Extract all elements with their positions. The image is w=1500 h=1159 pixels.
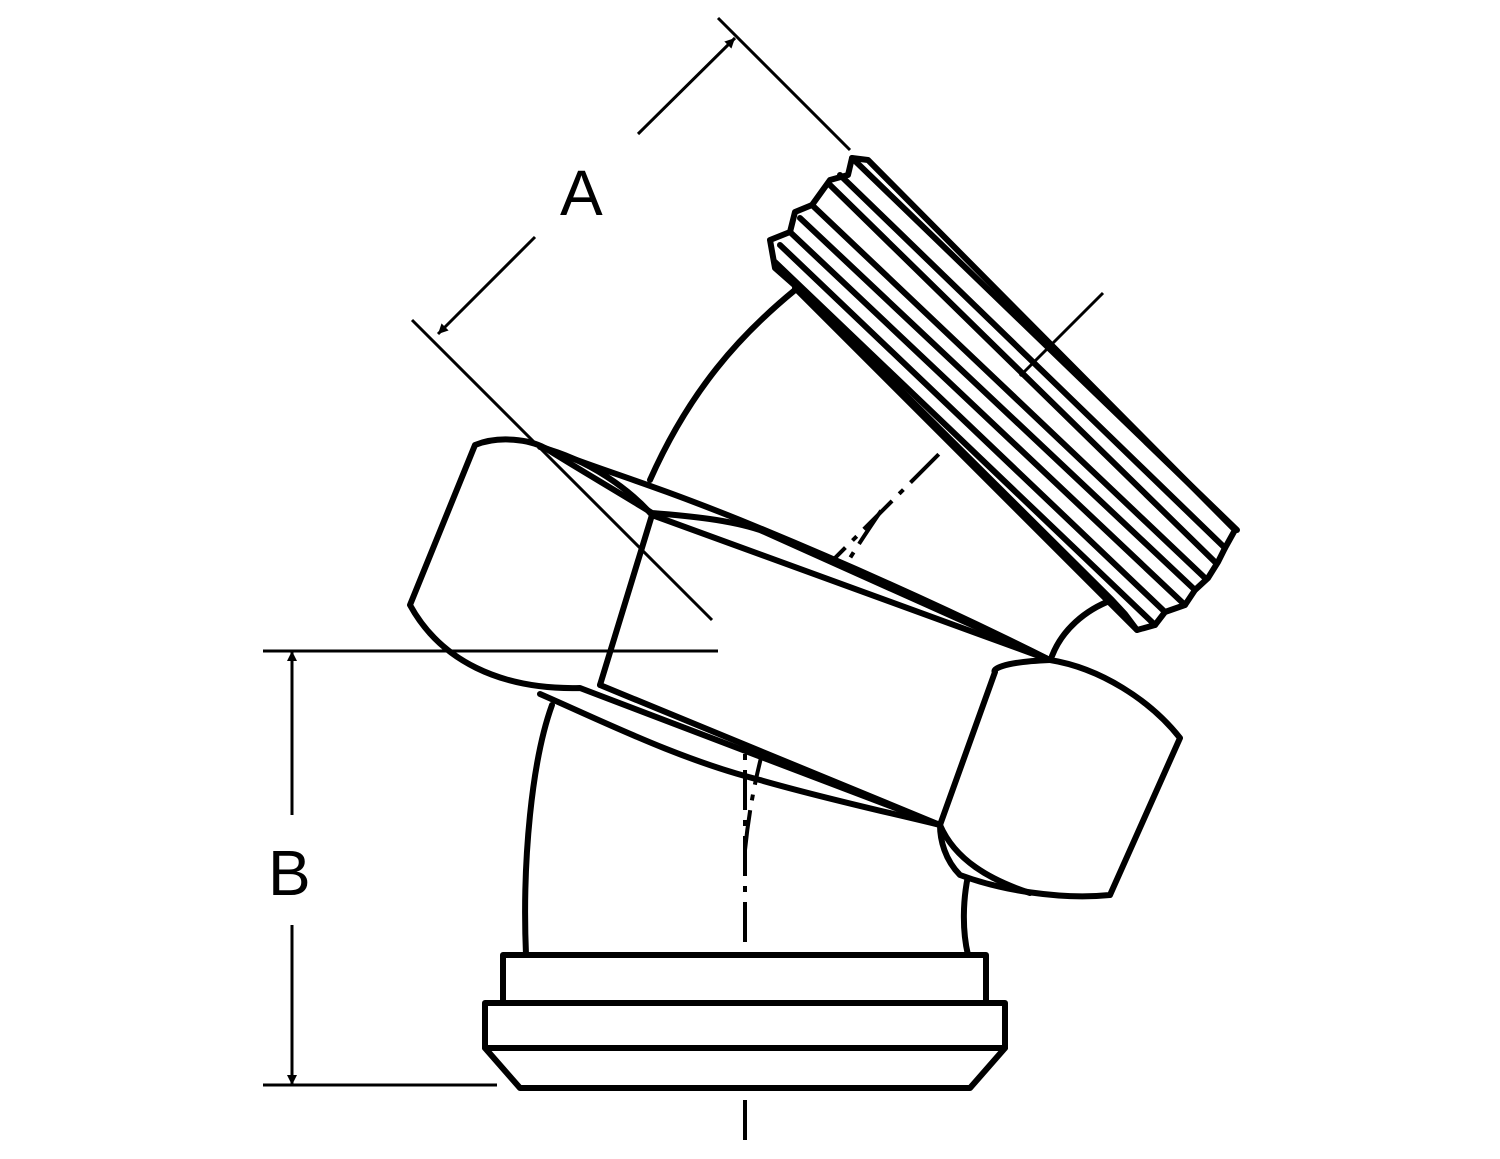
bottom-flange: [482, 952, 1008, 1091]
dimension-b: B: [263, 649, 718, 1087]
dimension-a-label: A: [560, 157, 603, 229]
dimension-a: A: [410, 16, 1105, 622]
elbow-body: [522, 287, 1115, 958]
hex-nut: [407, 436, 1183, 900]
dimension-b-label: B: [268, 837, 311, 909]
